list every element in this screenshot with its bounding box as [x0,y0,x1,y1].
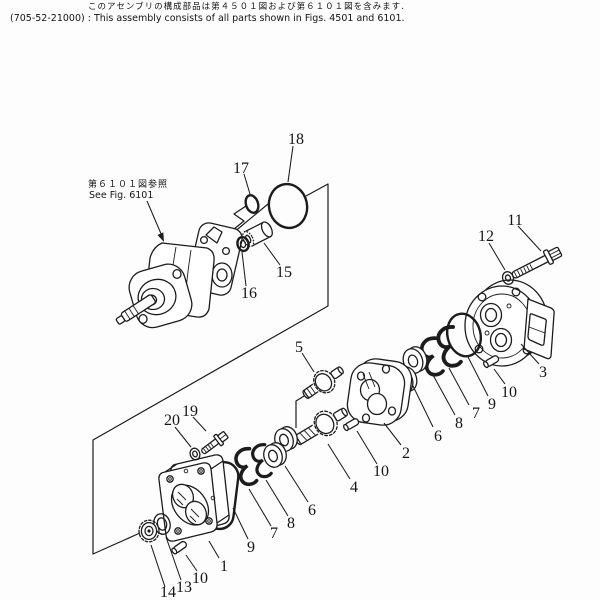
pump-assembly [115,222,243,329]
leader-19 [192,416,207,432]
callout-2: 2 [402,445,410,462]
callout-17: 17 [233,160,249,177]
connector-oring18-to-exploded-view [92,183,329,555]
part-7-snap-ring-right [434,324,465,370]
connector-pump-to-oring18 [232,203,269,234]
figure-ref-japanese: 第６１０１図参照 [88,178,168,190]
callout-15: 15 [276,264,292,281]
part-19-bolt [201,431,229,455]
leader-11 [517,225,542,252]
callout-20: 20 [164,412,180,429]
callout-1: 1 [220,558,228,575]
callout-8-right: 8 [455,415,463,432]
callout-labels: 17 18 15 16 11 12 3 10 9 7 8 6 2 5 4 10 … [160,131,547,600]
leader-15 [263,242,281,266]
callout-12: 12 [478,228,494,245]
leader-17 [243,173,251,195]
part-15-bushing [242,221,273,248]
leader-8-left [265,479,289,517]
callout-13: 13 [176,579,192,596]
leader-13 [165,536,182,581]
leader-10-left [185,554,198,572]
part-10-pin-left [170,539,189,556]
callout-16: 16 [241,285,257,302]
callout-6-right: 6 [434,428,442,445]
leader-10-center [356,430,378,465]
zigzag-insertion-mark [228,205,247,234]
part-16-ring [236,235,250,253]
callout-19: 19 [182,403,198,420]
part-5-gear [302,366,344,399]
leader-5 [301,352,315,373]
leader-6-left [284,465,309,503]
leader-18 [287,145,294,183]
leader-7-left [248,488,272,527]
part-6-plate-left [263,426,298,468]
header-japanese-line: このアセンブリの構成部品は第４５０１図および第６１０１図を含みます. [88,1,405,12]
part-1-front-cover [158,454,230,542]
callout-11: 11 [507,212,522,229]
leader-14 [150,544,166,588]
part-11-bolt [511,246,563,279]
callout-5: 5 [295,339,303,356]
part-4-gear [294,407,348,446]
part-14-gear [138,519,160,543]
part-10-pin-center [342,417,361,432]
part-2-gear-housing [346,358,413,426]
leader-lines [150,145,542,588]
leader-12 [488,242,506,271]
leader-9-right [467,356,489,397]
leader-3 [520,343,540,365]
callout-3: 3 [539,364,547,381]
leader-16 [241,251,247,287]
callout-4: 4 [350,479,358,496]
callout-6-left: 6 [308,502,316,519]
callout-9-right: 9 [488,396,496,413]
callout-14: 14 [160,584,176,600]
part-9-o-ring-right [445,312,483,358]
part-3-rear-cover [464,279,555,367]
callout-10-center: 10 [373,463,389,480]
callout-18: 18 [288,131,304,148]
header-english-line: (705-52-21000) : This assembly consists … [10,13,405,24]
callout-10-left: 10 [192,570,208,587]
part-12-washer [501,271,515,285]
leader-8-right [432,374,456,416]
leader-10-right [493,368,506,385]
leader-6-right [412,385,434,428]
leader-20 [174,426,192,448]
callout-7-left: 7 [270,525,278,542]
leader-4 [327,443,351,480]
leader-1 [208,540,220,559]
callout-8-left: 8 [287,515,295,532]
leader-2 [383,422,402,446]
part-18-o-ring [267,182,309,230]
leader-9-left [232,507,249,540]
callout-10-right: 10 [501,384,517,401]
figure-ref-english: See Fig. 6101 [89,190,153,201]
part-20-washer [189,447,201,461]
see-fig-arrow [146,200,164,242]
callout-9-left: 9 [247,539,255,556]
leader-7-right [448,367,470,406]
part-17-o-ring [244,194,260,214]
callout-7-right: 7 [472,405,480,422]
pump-shaft [115,294,156,325]
